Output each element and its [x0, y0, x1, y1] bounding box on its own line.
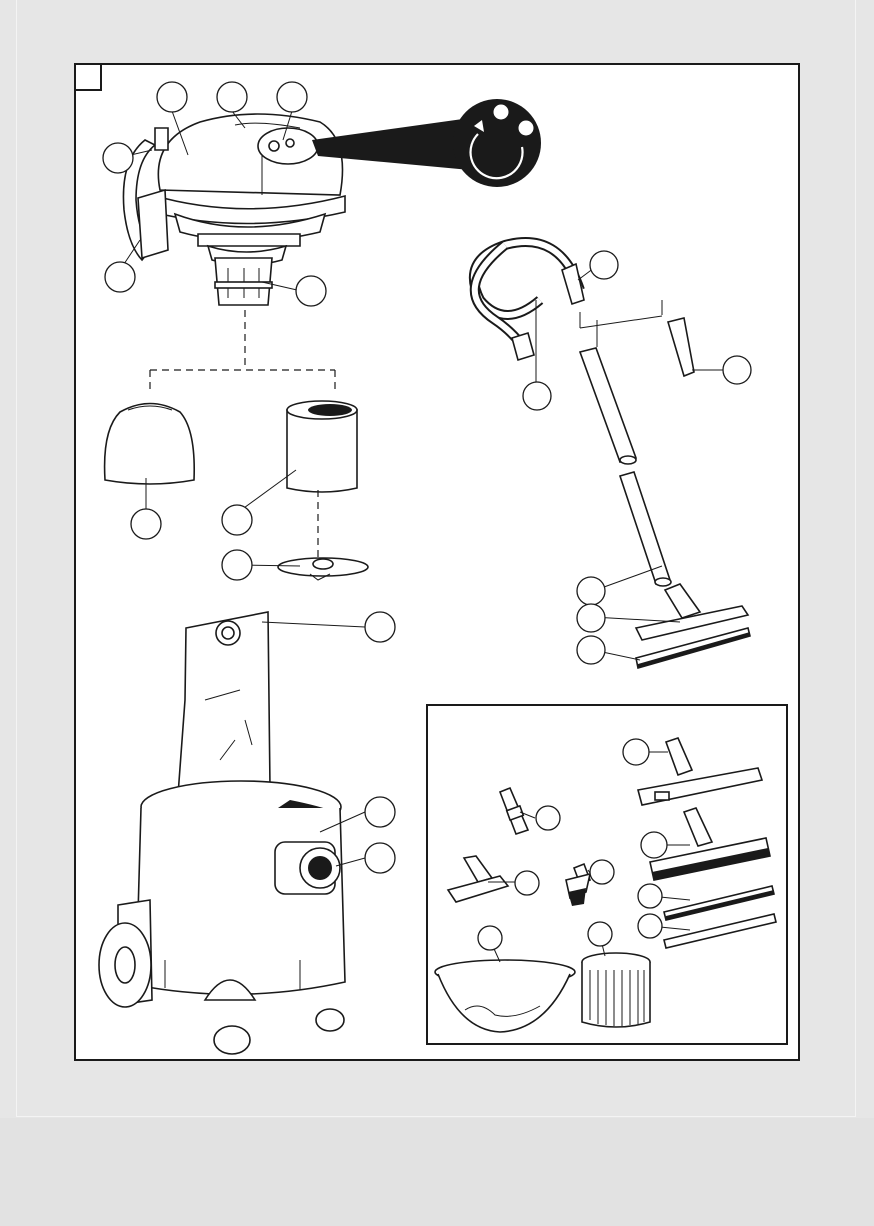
drum — [99, 781, 345, 1054]
acc-brush — [566, 864, 590, 906]
callout-acc-combi-nozzle — [641, 832, 667, 858]
callout-tube-lower — [577, 636, 605, 664]
dust-bag — [178, 612, 270, 809]
callout-filter-disc — [222, 550, 252, 580]
floor-nozzle — [636, 584, 748, 640]
callout-dust-bag — [365, 612, 395, 642]
callout-acc-brush — [590, 860, 614, 884]
side-clip — [138, 190, 168, 258]
callout-extension-tubes — [723, 356, 751, 384]
callout-crevice-nozzle — [523, 382, 551, 410]
callout-hose — [590, 251, 618, 279]
callout-lid-top — [217, 82, 247, 112]
callout-rubber-strip — [577, 604, 605, 632]
callout-cable-hook — [157, 82, 187, 112]
bracket-line — [580, 300, 662, 347]
callout-acc-reducer — [536, 806, 560, 830]
callout-side-clip — [105, 262, 135, 292]
acc-combi-nozzle — [650, 808, 770, 880]
foam-filter — [287, 401, 357, 492]
acc-upholstery-nozzle — [448, 856, 508, 902]
callout-drum — [365, 797, 395, 827]
callout-floor-nozzle — [577, 577, 605, 605]
extension-tubes — [580, 348, 671, 586]
callout-acc-floor-nozzle — [623, 739, 649, 765]
dashed-split-line — [150, 310, 335, 390]
filter-disc — [278, 558, 368, 580]
hose — [474, 242, 584, 360]
callout-foam-filter — [222, 505, 252, 535]
callout-acc-wet-filter-basket — [478, 926, 502, 950]
crevice-nozzle — [668, 318, 694, 376]
filter-holder — [215, 258, 272, 305]
acc-wet-filter-basket — [435, 960, 575, 1032]
acc-floor-nozzle — [638, 738, 762, 805]
acc-reducer — [500, 788, 528, 834]
callout-suction-inlet — [365, 843, 395, 873]
callout-acc-cartridge-filter — [588, 922, 612, 946]
callout-acc-upholstery-nozzle — [515, 871, 539, 895]
callout-filter-holder — [296, 276, 326, 306]
acc-brush-strip — [664, 886, 774, 920]
callout-acc-brush-strip — [638, 884, 662, 908]
acc-cartridge-filter — [582, 953, 650, 1027]
callout-cloth-filter — [131, 509, 161, 539]
power-switch-zoom — [312, 99, 541, 187]
callout-lid-handle — [277, 82, 307, 112]
callout-power-switch — [103, 143, 133, 173]
callout-acc-rubber-strip — [638, 914, 662, 938]
acc-rubber-strip — [664, 914, 776, 948]
cloth-filter — [105, 404, 195, 485]
